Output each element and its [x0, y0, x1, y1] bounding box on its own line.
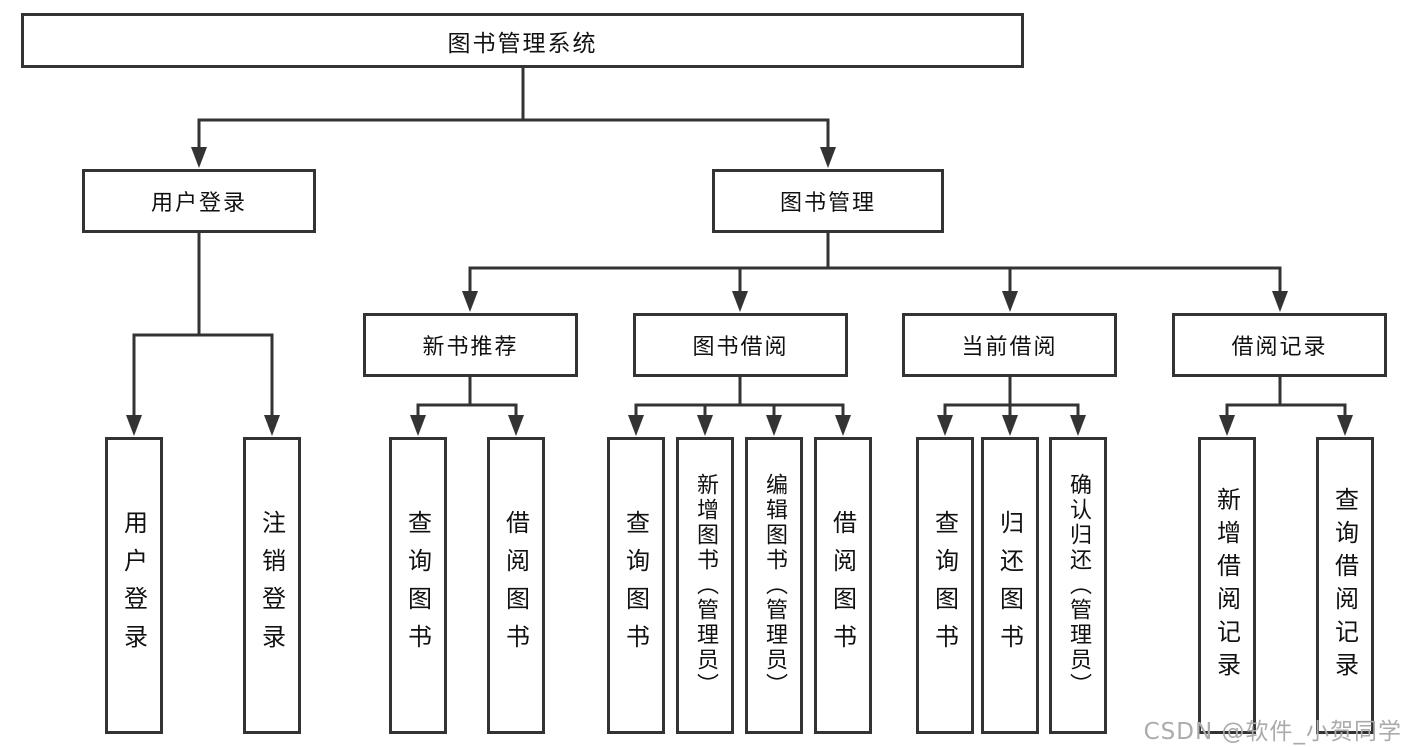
arrowhead	[264, 415, 280, 436]
arrowhead	[410, 415, 426, 436]
connector-borrow-records	[1225, 375, 1347, 420]
leaf-borrow-query-books: 查询图书	[607, 437, 665, 734]
leaf-current-query-books: 查询图书	[916, 437, 974, 734]
csdn-watermark: CSDN @软件_小贺同学	[1143, 719, 1402, 745]
leaf-current-return-books: 归还图书	[981, 437, 1039, 734]
connector-user-login	[132, 231, 274, 420]
node-current-borrow: 当前借阅	[902, 313, 1117, 377]
arrowhead	[1002, 415, 1018, 436]
arrowhead	[462, 291, 478, 312]
leaf-newrec-query-books: 查询图书	[389, 437, 447, 734]
arrowhead	[766, 415, 782, 436]
arrowhead	[1219, 415, 1235, 436]
connector-book-management	[468, 231, 1282, 296]
arrowhead	[1272, 291, 1288, 312]
leaf-user-login: 用户登录	[105, 437, 163, 734]
node-book-management: 图书管理	[712, 169, 944, 233]
node-root: 图书管理系统	[21, 13, 1024, 68]
arrowhead	[697, 415, 713, 436]
node-borrow-records: 借阅记录	[1172, 313, 1387, 377]
arrowhead	[628, 415, 644, 436]
leaf-borrow-borrow-books: 借阅图书	[814, 437, 872, 734]
arrowhead	[126, 415, 142, 436]
leaf-borrow-add-books-admin: 新增图书（管理员）	[676, 437, 734, 734]
arrowhead	[1070, 415, 1086, 436]
leaf-records-add: 新增借阅记录	[1198, 437, 1256, 734]
arrowhead	[1337, 415, 1353, 436]
connector-current-borrow	[943, 375, 1080, 420]
arrowhead	[937, 415, 953, 436]
arrowhead	[1002, 291, 1018, 312]
node-user-login: 用户登录	[82, 169, 316, 233]
arrowhead	[191, 147, 207, 168]
arrowhead	[835, 415, 851, 436]
leaf-current-confirm-return-admin: 确认归还（管理员）	[1049, 437, 1107, 734]
connector-book-borrow	[634, 375, 845, 420]
connector-new-book-recommend	[416, 375, 518, 420]
arrowhead	[508, 415, 524, 436]
node-book-borrow: 图书借阅	[633, 313, 848, 377]
arrowhead	[732, 291, 748, 312]
node-new-book-recommend: 新书推荐	[363, 313, 578, 377]
connector-root	[197, 66, 830, 152]
leaf-newrec-borrow-books: 借阅图书	[487, 437, 545, 734]
leaf-records-query: 查询借阅记录	[1316, 437, 1374, 734]
leaf-borrow-edit-books-admin: 编辑图书（管理员）	[745, 437, 803, 734]
leaf-logout: 注销登录	[243, 437, 301, 734]
arrowhead	[820, 147, 836, 168]
